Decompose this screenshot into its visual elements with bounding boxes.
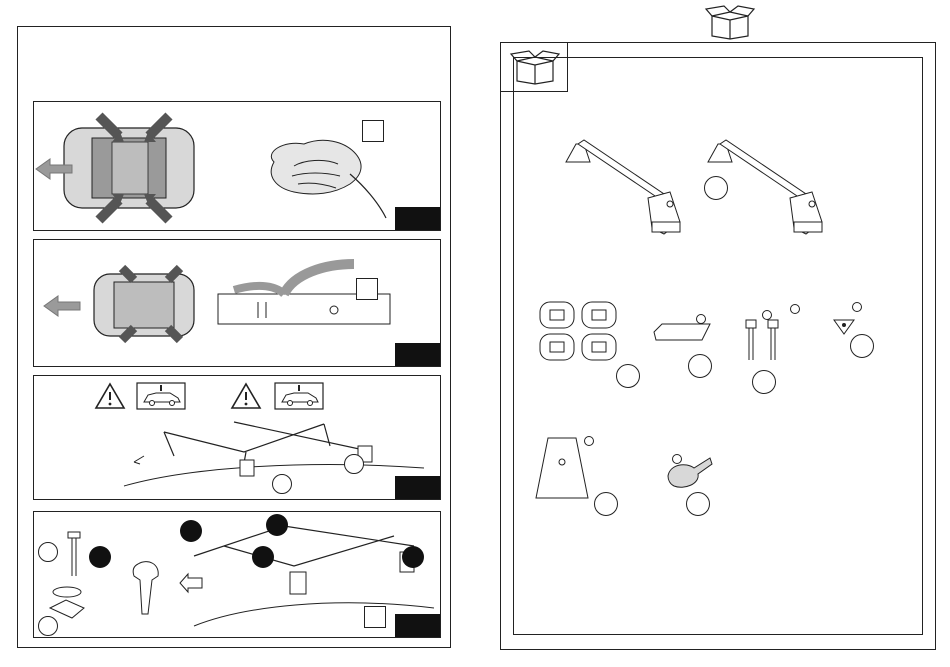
reference-dot	[180, 520, 202, 542]
bolts-icon	[742, 316, 792, 366]
key-icon	[128, 558, 168, 618]
reference-circle	[584, 436, 594, 446]
reference-circle	[38, 542, 58, 562]
step-tighten-feet-panel	[33, 511, 441, 638]
reference-box	[362, 120, 384, 142]
warning-triangle-icon	[94, 382, 126, 410]
parts-list-frame	[513, 57, 923, 635]
arrow-left-icon	[42, 294, 82, 318]
reference-circle	[850, 334, 874, 358]
reference-circle	[704, 176, 728, 200]
reference-circle	[752, 370, 776, 394]
step-marker-tab	[395, 614, 441, 638]
bolt-icon	[64, 530, 84, 580]
bar-cover-open-icon	[214, 254, 394, 354]
reference-circle	[672, 454, 682, 464]
warning-triangle-icon	[230, 382, 262, 410]
locking-part-icon	[832, 316, 856, 336]
reference-box	[356, 278, 378, 300]
step-open-cover-panel	[33, 239, 441, 367]
car-side-icon	[274, 382, 324, 410]
reference-circle	[38, 616, 58, 636]
step-marker-tab	[395, 207, 441, 231]
reference-circle	[852, 302, 862, 312]
reference-dot	[89, 546, 111, 568]
right-parts-page	[500, 42, 936, 650]
left-instruction-page	[17, 26, 451, 648]
reference-circle	[688, 354, 712, 378]
step-position-bars-panel	[33, 375, 441, 500]
reference-circle	[762, 310, 772, 320]
step-marker-tab	[395, 343, 441, 367]
reference-circle	[686, 492, 710, 516]
rubber-pad-icon	[652, 320, 712, 344]
reference-box	[364, 606, 386, 628]
car-side-icon	[136, 382, 186, 410]
step-marker-tab	[395, 476, 441, 500]
reference-circle	[344, 454, 364, 474]
roof-bar-icon	[564, 122, 684, 242]
reference-circle	[790, 304, 800, 314]
reference-circle	[616, 364, 640, 388]
arrow-left-icon	[34, 157, 74, 181]
reference-circle	[696, 314, 706, 324]
reference-circle	[272, 474, 292, 494]
reference-dot	[266, 514, 288, 536]
reference-dot	[402, 546, 424, 568]
clamp-set-icon	[536, 298, 620, 366]
open-box-icon	[702, 4, 758, 40]
step-clean-roof-panel	[33, 101, 441, 231]
reference-dot	[252, 546, 274, 568]
reference-circle	[594, 492, 618, 516]
foot-cover-icon	[532, 432, 592, 502]
